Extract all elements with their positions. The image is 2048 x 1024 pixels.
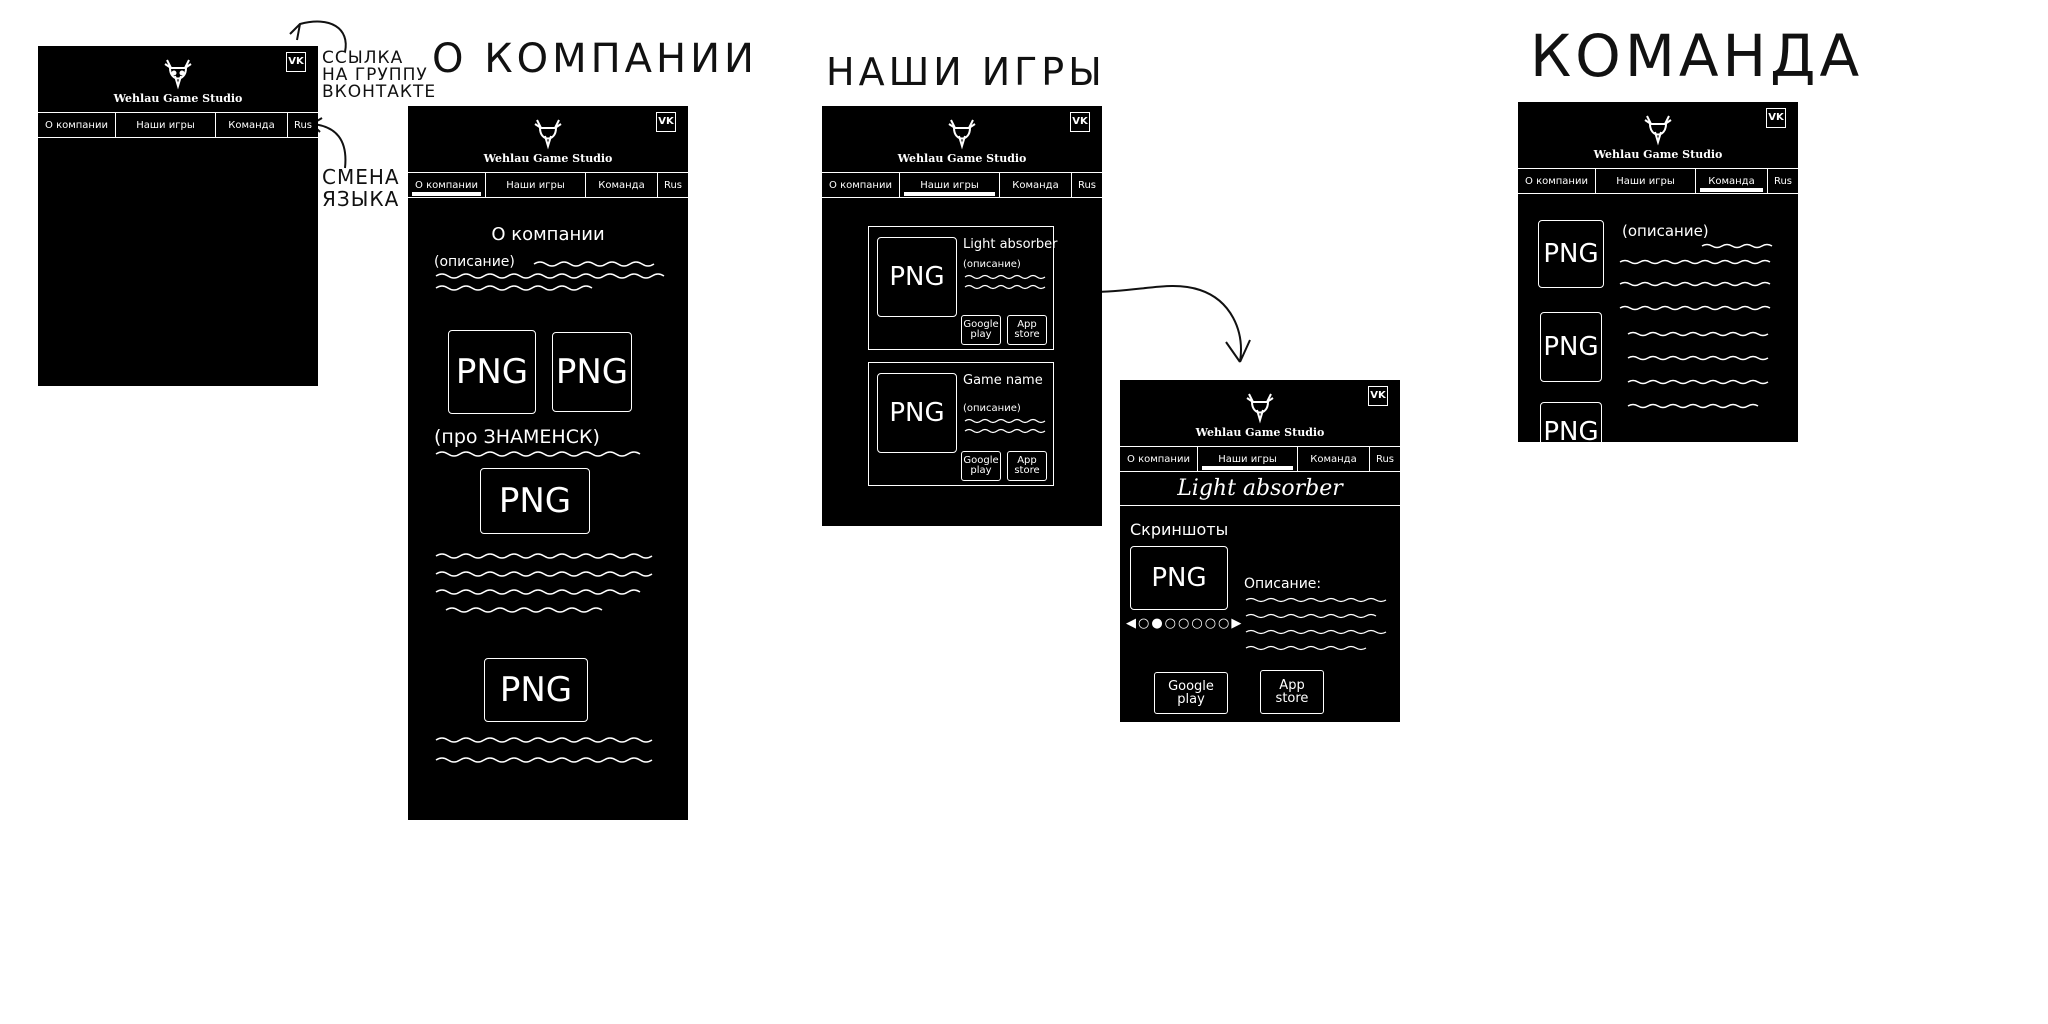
nav-games[interactable]: Наши игры — [900, 173, 1000, 197]
nav-team[interactable]: Команда — [216, 113, 288, 137]
about-footer-lines — [435, 737, 653, 763]
nav-team[interactable]: Команда — [1696, 169, 1768, 193]
deer-logo-icon — [164, 59, 192, 90]
about-image-2: PNG — [552, 332, 632, 412]
phone-games: Wehlau Game Studio VK О компании Наши иг… — [822, 106, 1102, 526]
vk-icon[interactable]: VK — [656, 112, 676, 132]
game-image: PNG — [877, 237, 957, 317]
description-text-lines — [1245, 597, 1387, 651]
nav-about[interactable]: О компании — [1518, 169, 1596, 193]
studio-name: Wehlau Game Studio — [113, 92, 243, 105]
nav-about[interactable]: О компании — [38, 113, 116, 137]
google-play-button[interactable]: Google play — [1154, 672, 1228, 714]
about-text-lines — [435, 553, 653, 613]
screenshots-label: Скриншоты — [1130, 520, 1229, 539]
nav-lang[interactable]: Rus — [1375, 453, 1395, 465]
studio-name: Wehlau Game Studio — [483, 152, 613, 165]
nav-bar: О компании Наши игры Команда Rus — [822, 172, 1102, 198]
nav-about[interactable]: О компании — [822, 173, 900, 197]
studio-name: Wehlau Game Studio — [1195, 426, 1325, 439]
game-description: (описание) — [963, 259, 1021, 270]
game-description: (описание) — [963, 403, 1021, 414]
game-title: Light absorber — [963, 237, 1058, 252]
page-heading: О компании — [491, 224, 605, 245]
phone-template: Wehlau Game Studio VK О компании Наши иг… — [38, 46, 318, 386]
deer-logo-icon — [1246, 393, 1274, 424]
nav-about[interactable]: О компании — [1120, 447, 1198, 471]
nav-lang[interactable]: Rus — [663, 179, 683, 191]
game-description-lines — [964, 274, 1046, 290]
nav-lang[interactable]: Rus — [1077, 179, 1097, 191]
nav-bar: О компании Наши игры Команда Rus — [38, 112, 318, 138]
title-team: КОМАНДА — [1530, 22, 1864, 90]
description-label: Описание: — [1244, 576, 1322, 592]
nav-games[interactable]: Наши игры — [116, 113, 216, 137]
nav-lang[interactable]: Rus — [1773, 175, 1793, 187]
screenshot-image: PNG — [1130, 546, 1228, 610]
note-language: СМЕНА ЯЗЫКА — [322, 165, 400, 211]
team-description-label: (описание) — [1622, 222, 1709, 240]
game-description-lines — [964, 418, 1046, 434]
znamensk-label: (про ЗНАМЕНСК) — [434, 426, 600, 448]
title-about: О КОМПАНИИ — [432, 36, 758, 82]
team-member-photo: PNG — [1540, 312, 1602, 382]
about-image-1: PNG — [448, 330, 536, 414]
arrow-icon — [1077, 277, 1251, 363]
game-card[interactable]: PNG Game name (описание) Google play App… — [868, 362, 1054, 486]
phone-about: Wehlau Game Studio VK О компании Наши иг… — [408, 106, 688, 820]
about-image-3: PNG — [480, 468, 590, 534]
app-store-button[interactable]: App store — [1007, 451, 1047, 481]
nav-games[interactable]: Наши игры — [486, 173, 586, 197]
game-card[interactable]: PNG Light absorber (описание) Google pla… — [868, 226, 1058, 350]
vk-icon[interactable]: VK — [1368, 386, 1388, 406]
team-member-photo: PNG — [1540, 402, 1602, 442]
vk-icon[interactable]: VK — [1766, 108, 1786, 128]
about-description-label: (описание) — [434, 254, 515, 270]
team-member-photo: PNG — [1538, 220, 1604, 288]
google-play-button[interactable]: Google play — [961, 315, 1001, 345]
vk-icon[interactable]: VK — [1070, 112, 1090, 132]
game-title: Game name — [963, 373, 1043, 388]
description-text-lines — [435, 261, 665, 291]
znamensk-text-lines — [435, 451, 641, 457]
nav-games[interactable]: Наши игры — [1198, 447, 1298, 471]
note-vk-link: ССЫЛКА НА ГРУППУ ВКОНТАКТЕ — [322, 48, 437, 102]
screenshot-carousel[interactable]: ◀○●○○○○○▶ — [1126, 616, 1244, 631]
app-store-button[interactable]: App store — [1260, 670, 1324, 714]
nav-about[interactable]: О компании — [408, 173, 486, 197]
deer-logo-icon — [948, 119, 976, 150]
game-image: PNG — [877, 373, 957, 453]
deer-logo-icon — [534, 119, 562, 150]
nav-bar: О компании Наши игры Команда Rus — [1120, 446, 1400, 472]
studio-name: Wehlau Game Studio — [897, 152, 1027, 165]
vk-icon[interactable]: VK — [286, 52, 306, 72]
about-image-4: PNG — [484, 658, 588, 722]
studio-name: Wehlau Game Studio — [1593, 148, 1723, 161]
nav-bar: О компании Наши игры Команда Rus — [408, 172, 688, 198]
phone-team: Wehlau Game Studio VK О компании Наши иг… — [1518, 102, 1798, 442]
title-games: НАШИ ИГРЫ — [826, 50, 1106, 94]
google-play-button[interactable]: Google play — [961, 451, 1001, 481]
nav-team[interactable]: Команда — [1000, 173, 1072, 197]
nav-team[interactable]: Команда — [1298, 447, 1370, 471]
game-title-bar: Light absorber — [1120, 476, 1400, 506]
phone-game-detail: Wehlau Game Studio VK О компании Наши иг… — [1120, 380, 1400, 722]
nav-bar: О компании Наши игры Команда Rus — [1518, 168, 1798, 194]
team-description-lines — [1619, 243, 1773, 409]
nav-games[interactable]: Наши игры — [1596, 169, 1696, 193]
nav-lang[interactable]: Rus — [293, 119, 313, 131]
deer-logo-icon — [1644, 115, 1672, 146]
nav-team[interactable]: Команда — [586, 173, 658, 197]
app-store-button[interactable]: App store — [1007, 315, 1047, 345]
